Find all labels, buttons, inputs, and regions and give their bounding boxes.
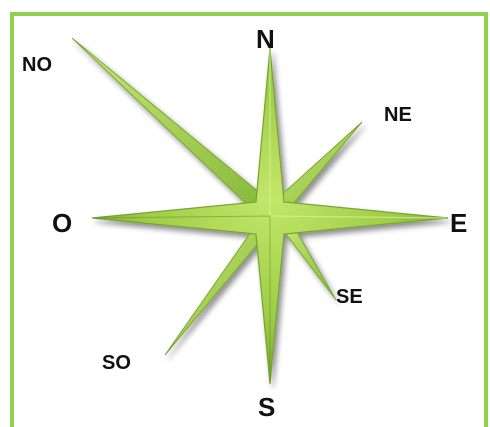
label-north: N	[256, 26, 275, 52]
arm-northeast	[278, 122, 362, 210]
label-southwest: SO	[102, 353, 131, 373]
label-south: S	[258, 394, 275, 420]
label-east: E	[450, 210, 467, 236]
label-west: O	[52, 210, 72, 236]
arm-southwest	[165, 222, 266, 355]
arm-northwest	[72, 38, 266, 214]
label-southeast: SE	[336, 287, 363, 307]
label-northeast: NE	[384, 105, 412, 125]
label-northwest: NO	[22, 55, 52, 75]
